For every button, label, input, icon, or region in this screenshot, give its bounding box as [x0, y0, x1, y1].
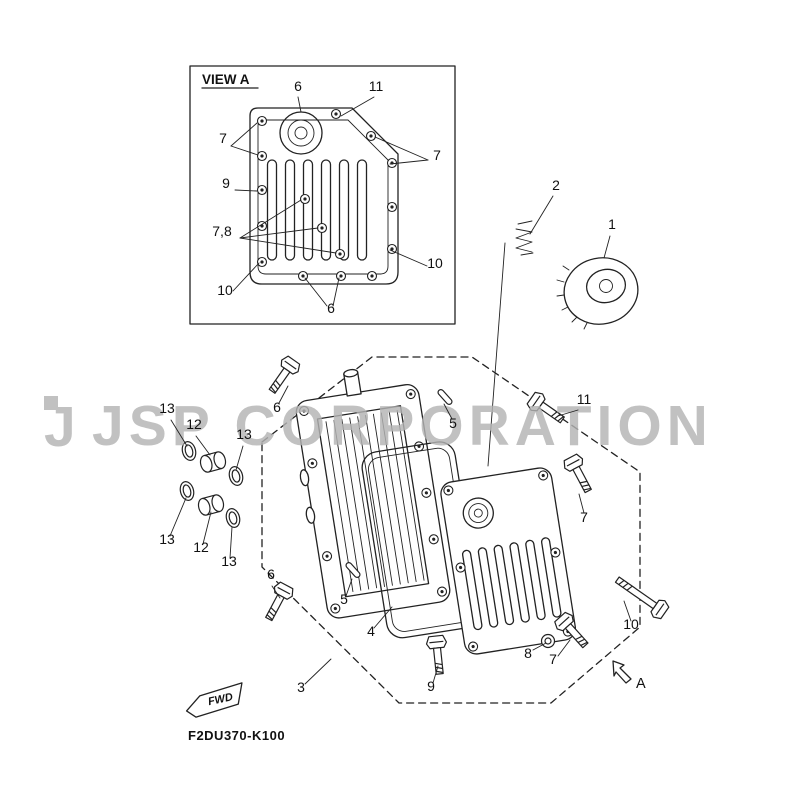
callout-9: 9	[222, 175, 230, 191]
oil-filter	[556, 257, 639, 330]
watermark-logo-j: J	[44, 395, 81, 459]
callout-6: 6	[327, 300, 335, 316]
bolt-9	[425, 634, 451, 676]
watermark-text: JSP CORPORATION	[92, 394, 713, 458]
o-ring-13-d	[223, 506, 243, 530]
callout-13: 13	[236, 426, 252, 442]
direction-arrow-icon	[612, 660, 632, 684]
oil-cooler-cover	[440, 467, 576, 655]
callout-12: 12	[186, 416, 202, 432]
main-callouts: 2 1 13 12 13 6 5 11 7 13 12 13 6 5 4 10 8 7 9 3	[159, 177, 639, 695]
callout-3: 3	[297, 679, 305, 695]
callout-11: 11	[369, 78, 384, 94]
callout-13: 13	[159, 531, 175, 547]
callout-6: 6	[267, 566, 275, 582]
callout-10: 10	[217, 282, 233, 298]
callout-7: 7	[549, 651, 557, 667]
callout-13: 13	[221, 553, 237, 569]
callout-6: 6	[294, 78, 302, 94]
relief-valve-spring	[515, 220, 534, 256]
callout-10: 10	[427, 255, 443, 271]
view-a-cover-plate	[249, 107, 399, 285]
exploded-assembly	[177, 353, 672, 704]
bolt-10	[610, 570, 672, 622]
fwd-flag: FWD	[185, 682, 243, 718]
callout-8: 8	[524, 645, 532, 661]
o-ring-13-c	[177, 479, 197, 503]
drawing-number: F2DU370-K100	[188, 728, 285, 743]
callout-11: 11	[577, 391, 592, 407]
watermark-logo-square	[44, 396, 58, 410]
view-a-frame	[189, 65, 456, 325]
callout-12: 12	[193, 539, 209, 555]
washer-8	[540, 633, 556, 649]
callout-4: 4	[367, 623, 375, 639]
callout-7: 7	[580, 509, 588, 525]
view-direction-label: A	[636, 676, 646, 692]
filter-grip-serrations	[556, 265, 588, 330]
callout-13: 13	[159, 400, 175, 416]
main-leader-lines	[169, 195, 632, 685]
callout-10: 10	[623, 616, 639, 632]
view-a-callouts: 6 11 7 7 9 7,8 10 10 6	[212, 78, 443, 316]
assembly-centerline	[487, 242, 506, 467]
callout-2: 2	[552, 177, 560, 193]
callout-9: 9	[427, 678, 435, 694]
bolt-6-upper	[263, 353, 303, 398]
callout-7: 7	[433, 147, 441, 163]
callout-1: 1	[608, 216, 616, 232]
fwd-label: FWD	[207, 691, 234, 708]
assembly-boundary	[261, 356, 641, 704]
bolt-7-upper	[560, 452, 598, 497]
bolt-6-lower	[259, 580, 297, 625]
watermark: J JSP CORPORATION	[44, 394, 713, 459]
view-direction-arrow: A	[612, 660, 646, 692]
callout-5: 5	[340, 591, 348, 607]
callout-7: 7	[219, 130, 227, 146]
callout-6: 6	[273, 399, 281, 415]
view-a-leader-lines	[230, 96, 429, 307]
view-a-title: VIEW A	[202, 72, 250, 87]
view-a-inset: VIEW A	[189, 65, 456, 325]
callout-7,8: 7,8	[212, 223, 232, 239]
callout-5: 5	[449, 415, 457, 431]
